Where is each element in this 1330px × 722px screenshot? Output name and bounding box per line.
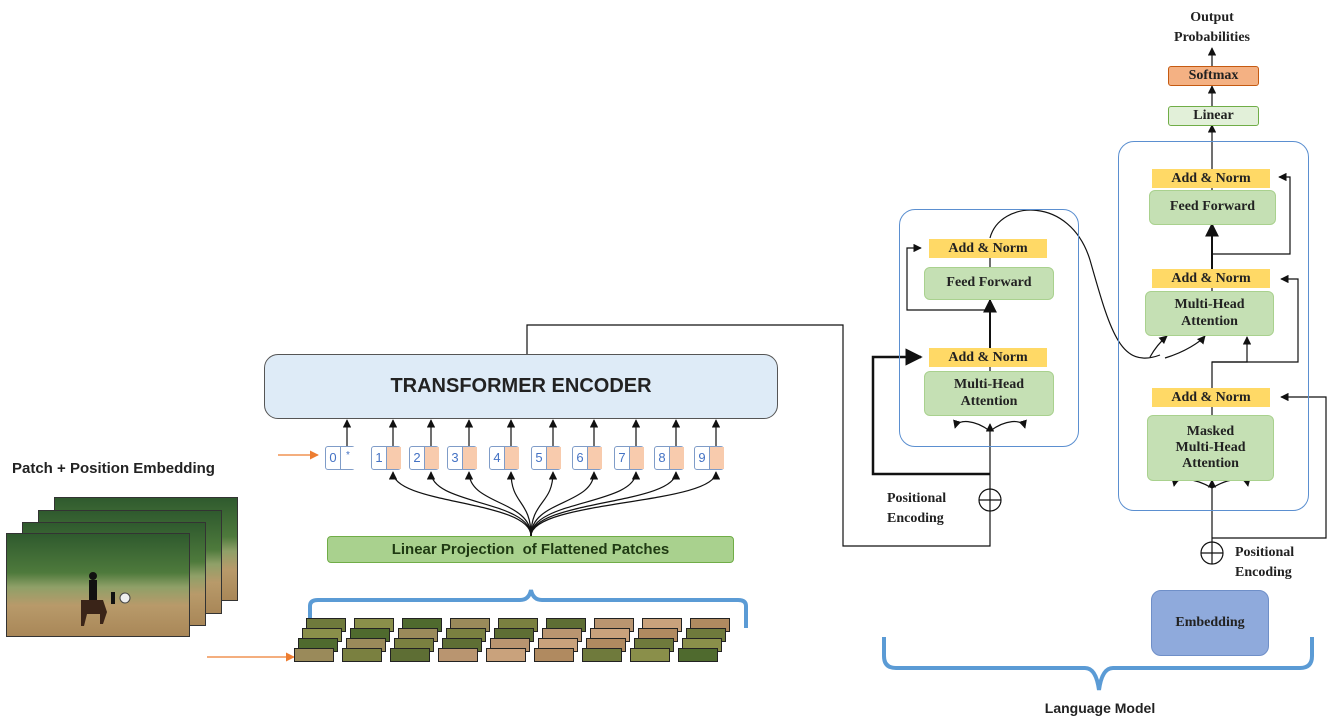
patch-token-6: 6 (572, 446, 602, 470)
dec-add-norm-3: Add & Norm (1152, 388, 1270, 407)
patch-token-8: 8 (654, 446, 684, 470)
patch-embedding-vector (424, 447, 439, 469)
token-position-number: 8 (658, 450, 666, 465)
encoder-block-panel (899, 209, 1079, 447)
patch-token-3: 3 (447, 446, 477, 470)
enc-residual-2 (906, 243, 990, 311)
softmax-box: Softmax (1168, 66, 1259, 86)
transformer-encoder-box: TRANSFORMER ENCODER (264, 354, 778, 419)
token-position-number: 0 (329, 450, 337, 465)
projection-to-token-arrow (530, 471, 599, 537)
token-position-number: 5 (535, 450, 543, 465)
patch-embedding-vector (587, 447, 602, 469)
dec-add-norm-1: Add & Norm (1152, 169, 1270, 188)
token-position-number: 7 (618, 450, 626, 465)
token-position-number: 6 (576, 450, 584, 465)
cross-v-arrow (1164, 335, 1206, 359)
linear-box: Linear (1168, 106, 1259, 126)
image-patch (342, 648, 382, 662)
patch-token-0: 0* (325, 446, 355, 470)
linear-projection-label: Linear Projection of Flattened Patches (391, 541, 670, 558)
projection-to-token-arrow (464, 471, 532, 537)
patch-embedding-vector (462, 447, 477, 469)
patch-token-5: 5 (531, 446, 561, 470)
encoder-to-lm-connector (526, 324, 991, 547)
enc-multi-head-attention: Multi-Head Attention (924, 371, 1054, 416)
language-model-label: Language Model (1044, 700, 1156, 716)
projection-fan-arrows (388, 471, 721, 537)
dec-add-norm-2: Add & Norm (1152, 269, 1270, 288)
horse-rider-figure (81, 572, 131, 626)
patch-token-1: 1 (371, 446, 401, 470)
class-token-embedding: * (340, 447, 355, 469)
dec-masked-multi-head-attention: Masked Multi-Head Attention (1147, 415, 1274, 481)
image-patch (582, 648, 622, 662)
projection-to-token-arrow (530, 471, 641, 537)
patch-position-embedding-label: Patch + Position Embedding (12, 460, 215, 477)
image-patch (630, 648, 670, 662)
cross-k-arrow (1149, 335, 1168, 358)
patch-token-9: 9 (694, 446, 724, 470)
dec-residual-2 (1212, 274, 1299, 363)
image-patch (534, 648, 574, 662)
patch-embedding-vector (504, 447, 519, 469)
linear-projection-box: Linear Projection of Flattened Patches (327, 536, 734, 563)
language-model-brace-icon (882, 637, 1314, 691)
patch-embedding-vector (629, 447, 644, 469)
patch-token-7: 7 (614, 446, 644, 470)
token-position-number: 9 (698, 450, 706, 465)
image-patch (486, 648, 526, 662)
dec-positional-encoding-label: Positional Encoding (1235, 545, 1295, 580)
output-probabilities-label: Output Probabilities (1174, 10, 1250, 45)
token-position-number: 4 (493, 450, 501, 465)
enc-to-dec-cross (989, 209, 1161, 359)
image-patch (294, 648, 334, 662)
patch-embedding-vector (386, 447, 401, 469)
projection-to-token-arrow (506, 471, 532, 537)
enc-feed-forward: Feed Forward (924, 267, 1054, 300)
dec-residual-1 (1212, 392, 1327, 539)
patch-token-2: 2 (409, 446, 439, 470)
projection-to-token-arrow (530, 471, 721, 537)
embedding-box: Embedding (1151, 590, 1269, 656)
image-patch (390, 648, 430, 662)
token-up-arrows (342, 419, 721, 446)
enc-positional-encoding-label: Positional Encoding (887, 491, 947, 526)
image-patch (678, 648, 718, 662)
image-patch (438, 648, 478, 662)
projection-to-token-arrow (426, 471, 532, 537)
projection-to-token-arrow (530, 471, 681, 537)
token-position-number: 3 (451, 450, 459, 465)
projection-to-token-arrow (388, 471, 532, 537)
projection-to-token-arrow (530, 471, 558, 537)
dec-feed-forward: Feed Forward (1149, 190, 1276, 225)
patch-token-4: 4 (489, 446, 519, 470)
enc-add-norm-top: Add & Norm (929, 239, 1047, 258)
patch-embedding-vector (669, 447, 684, 469)
enc-add-norm-bottom: Add & Norm (929, 348, 1047, 367)
transformer-encoder-label: TRANSFORMER ENCODER (390, 375, 652, 397)
patch-embedding-vector (709, 447, 724, 469)
enc-qkv-left (953, 419, 991, 432)
enc-qkv-right (989, 419, 1027, 432)
enc-residual-1 (871, 348, 990, 476)
token-position-number: 2 (413, 450, 421, 465)
decoder-block-panel (1118, 141, 1309, 511)
token-position-number: 1 (375, 450, 383, 465)
dec-residual-3 (1212, 172, 1291, 255)
input-image-front (6, 533, 190, 637)
patch-embedding-vector (546, 447, 561, 469)
dec-multi-head-attention: Multi-Head Attention (1145, 291, 1274, 336)
patches-brace-icon (308, 589, 748, 628)
